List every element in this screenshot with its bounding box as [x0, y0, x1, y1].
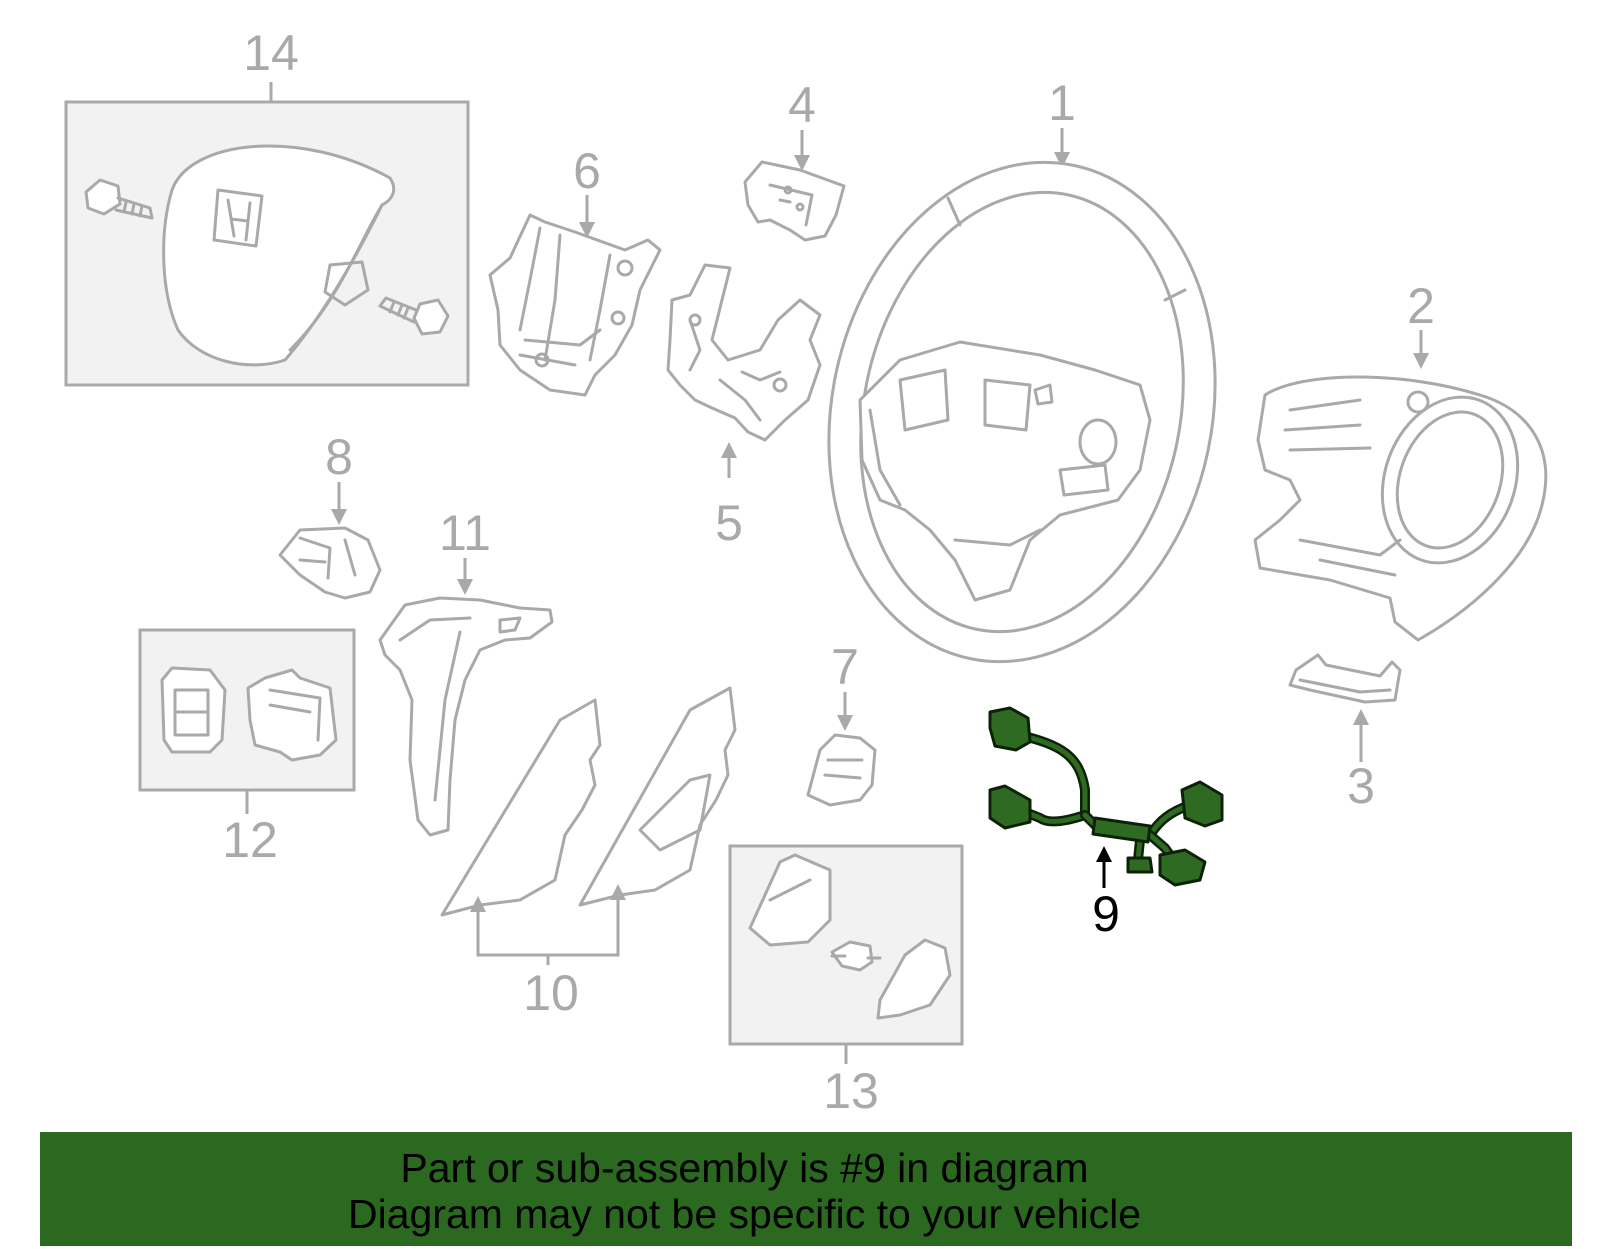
callout-2: 2	[1407, 278, 1435, 334]
part-10-covers[interactable]: 10	[440, 686, 737, 1021]
banner-line-2: Diagram may not be specific to your vehi…	[347, 1191, 1141, 1237]
callout-13: 13	[823, 1063, 879, 1119]
bolt-icon	[84, 178, 154, 220]
callout-11: 11	[439, 505, 491, 561]
banner-line-1: Part or sub-assembly is #9 in diagram	[400, 1145, 1089, 1191]
part-13-kit[interactable]: 13	[728, 844, 964, 1119]
bolt-icon	[378, 296, 450, 336]
part-14-airbag-group[interactable]: 14	[64, 25, 470, 387]
callout-12: 12	[222, 812, 278, 868]
callout-7: 7	[831, 639, 859, 695]
connector-icon	[1158, 848, 1207, 887]
part-6-housing[interactable]: 6	[488, 143, 662, 397]
part-1-steering-wheel[interactable]: 1	[784, 75, 1260, 698]
connector-icon	[988, 784, 1032, 830]
part-2-rear-cover[interactable]: 2	[1253, 278, 1548, 642]
callout-6: 6	[573, 143, 601, 199]
callout-3: 3	[1347, 758, 1375, 814]
info-banner: Part or sub-assembly is #9 in diagram Di…	[40, 1132, 1572, 1246]
part-4-bracket[interactable]: 4	[743, 77, 846, 242]
callout-9: 9	[1092, 886, 1120, 942]
part-5-assembly[interactable]: 5	[666, 263, 822, 551]
connector-icon	[1126, 856, 1154, 874]
callout-5: 5	[715, 495, 743, 551]
part-9-wire-harness[interactable]: 9	[988, 706, 1224, 942]
callout-14: 14	[243, 25, 299, 81]
part-12-switch-set[interactable]: 12	[138, 628, 356, 868]
part-11-bezel[interactable]: 11	[378, 505, 554, 837]
callout-10: 10	[523, 965, 579, 1021]
connector-icon	[988, 706, 1032, 752]
part-7-switch[interactable]: 7	[806, 639, 877, 807]
part-8-switch[interactable]: 8	[278, 429, 382, 600]
callout-1: 1	[1048, 75, 1076, 131]
connector-icon	[1180, 780, 1224, 828]
callout-4: 4	[788, 77, 816, 133]
honda-logo-icon	[212, 188, 264, 248]
callout-8: 8	[325, 429, 353, 485]
part-3-clip[interactable]: 3	[1288, 653, 1402, 814]
